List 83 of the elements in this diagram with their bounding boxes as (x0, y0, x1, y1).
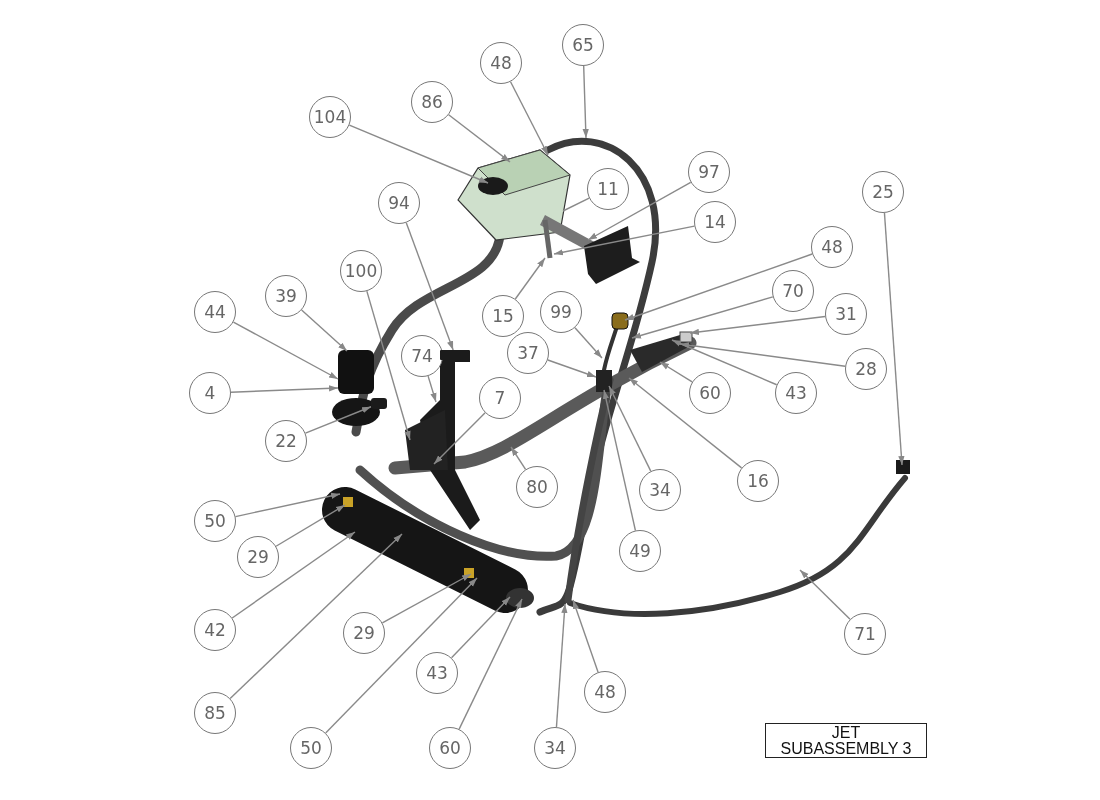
callout-number: 80 (516, 466, 558, 508)
callout-number: 48 (480, 42, 522, 84)
leader-line (366, 290, 411, 441)
callout-number: 48 (584, 671, 626, 713)
leader-line (608, 385, 652, 472)
callout-number: 71 (844, 613, 886, 655)
callout-number: 49 (619, 530, 661, 572)
leader-line (574, 327, 603, 359)
callout-number: 65 (562, 24, 604, 66)
leader-line (883, 212, 905, 466)
bracket-part (440, 350, 470, 360)
callout-number: 74 (401, 335, 443, 377)
callout-number: 48 (811, 226, 853, 268)
callout-number: 104 (309, 96, 351, 138)
leader-line (324, 577, 478, 734)
leader-line (689, 315, 826, 336)
leader-line (562, 197, 590, 212)
callout-number: 29 (237, 536, 279, 578)
callout-number: 43 (775, 372, 817, 414)
leader-line (458, 598, 523, 730)
callout-number: 22 (265, 420, 307, 462)
leader-line (659, 361, 693, 383)
callout-number: 44 (194, 291, 236, 333)
title-block: JET SUBASSEMBLY 3 (765, 723, 927, 758)
clamp-part (371, 398, 387, 409)
leader-line (587, 181, 692, 241)
leader-line (624, 253, 813, 321)
leader-line (433, 412, 486, 465)
callout-number: 31 (825, 293, 867, 335)
callout-number: 99 (540, 291, 582, 333)
callout-number: 14 (694, 201, 736, 243)
leader-line (509, 81, 549, 156)
leader-line (230, 385, 339, 393)
leader-line (679, 342, 846, 367)
leader-line (348, 124, 489, 184)
leader-line (275, 504, 346, 547)
leader-line (381, 573, 472, 624)
callout-number: 15 (482, 295, 524, 337)
leader-line (631, 296, 774, 339)
callout-number: 39 (265, 275, 307, 317)
leader-line (671, 339, 778, 386)
leader-line (231, 531, 356, 619)
leader-line (799, 569, 851, 620)
callout-number: 94 (378, 182, 420, 224)
leader-line (514, 257, 546, 300)
callout-number: 42 (194, 609, 236, 651)
callout-number: 50 (290, 727, 332, 769)
callout-number: 60 (429, 727, 471, 769)
leader-line (405, 222, 454, 351)
callout-number: 97 (688, 151, 730, 193)
leader-line (553, 225, 696, 256)
callout-number: 86 (411, 81, 453, 123)
callout-number: 7 (479, 377, 521, 419)
callout-number: 50 (194, 500, 236, 542)
callout-number: 60 (689, 372, 731, 414)
leader-line (572, 599, 599, 673)
leader-line (427, 375, 437, 403)
callout-number: 29 (343, 612, 385, 654)
callout-number: 43 (416, 652, 458, 694)
leader-line (300, 309, 348, 352)
callout-number: 16 (737, 460, 779, 502)
callout-number: 28 (845, 348, 887, 390)
callout-number: 34 (639, 469, 681, 511)
callout-number: 25 (862, 171, 904, 213)
leader-line (234, 492, 341, 518)
callout-number: 34 (534, 727, 576, 769)
leader-line (510, 446, 527, 471)
leader-line (602, 389, 637, 532)
leader-line (555, 603, 568, 728)
callout-number: 100 (340, 250, 382, 292)
callout-number: 4 (189, 372, 231, 414)
callout-number: 37 (507, 332, 549, 374)
callout-number: 70 (772, 270, 814, 312)
leader-line (547, 359, 597, 378)
leader-line (450, 596, 511, 659)
callout-number: 11 (587, 168, 629, 210)
callout-number: 85 (194, 692, 236, 734)
leader-line (582, 65, 589, 139)
leader-line (447, 114, 511, 163)
leader-line (304, 406, 372, 434)
leader-line (232, 321, 339, 380)
leader-line (229, 533, 403, 700)
leader-line (628, 377, 743, 469)
